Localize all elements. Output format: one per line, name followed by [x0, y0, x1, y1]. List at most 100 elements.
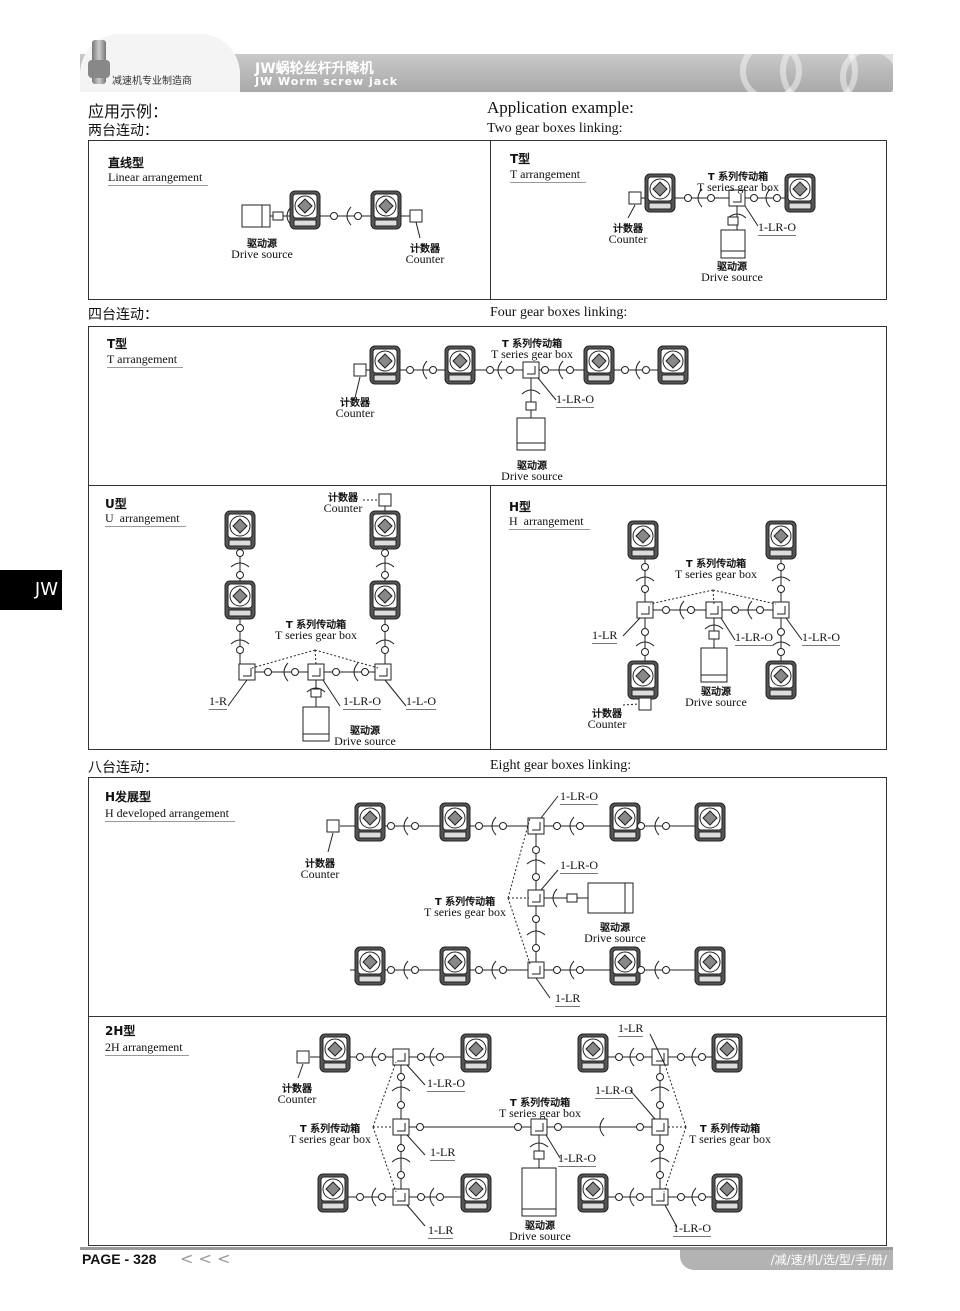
drive-source-label-cn: 驱动源: [247, 239, 277, 250]
counter-label-en: Counter: [335, 406, 375, 420]
flexible-joint-icon: [403, 960, 409, 980]
t-gearbox-gear: [527, 366, 536, 375]
coupling-icon: [687, 606, 695, 614]
leader-line: [227, 679, 248, 707]
drive-motor-icon: [700, 647, 728, 683]
drive-source-label-en: Drive source: [501, 469, 563, 483]
leader-line: [720, 617, 736, 641]
t-gearbox-label-cn: T 系列传动箱: [285, 620, 347, 631]
panel-title-cn: U型: [105, 497, 127, 511]
worm-jack-base: [698, 975, 722, 983]
worm-jack-ring: [716, 1038, 738, 1060]
leader-line: [744, 205, 759, 227]
t-gearbox-label-cn: T 系列传动箱: [699, 1124, 761, 1135]
t-gearbox-gear: [532, 966, 541, 975]
worm-jack-diamond: [232, 588, 248, 604]
gearbox-code-label: 1-LR-O: [758, 220, 796, 236]
flexible-joint-icon: [704, 624, 724, 630]
t-gearbox-label-cn: T 系列传动箱: [685, 559, 747, 570]
coupling-icon: [397, 1101, 405, 1109]
coupling-icon: [641, 585, 649, 593]
coupling-icon: [698, 1053, 706, 1061]
t-gearbox-icon: [651, 1048, 669, 1066]
leader-line: [406, 1064, 426, 1086]
coupling-icon: [475, 966, 483, 974]
flexible-joint-icon: [691, 1187, 697, 1207]
counter-label-cn: 计数器: [282, 1084, 312, 1095]
leader-line: [372, 1126, 397, 1193]
coupling-icon: [698, 1193, 706, 1201]
worm-jack-base: [358, 975, 382, 983]
worm-jack-ring: [716, 1178, 738, 1200]
t-gearbox-icon: [307, 663, 325, 681]
coupling-icon: [656, 1171, 664, 1179]
coupling-icon: [356, 1193, 364, 1201]
worm-jack-diamond: [377, 588, 393, 604]
flexible-joint-icon: [403, 816, 409, 836]
gearbox-code-label: 1-LR: [555, 991, 581, 1007]
section-two-cn: 两台连动：: [88, 123, 158, 139]
prev-arrows[interactable]: < < <: [180, 1249, 231, 1268]
coupling-icon: [499, 966, 507, 974]
t-gearbox-label-cn: T 系列传动箱: [509, 1098, 571, 1109]
worm-jack-diamond: [665, 353, 681, 369]
coupling-icon: [397, 1144, 405, 1152]
drive-source-label-en: Drive source: [509, 1229, 571, 1243]
worm-jack-diamond: [585, 1041, 601, 1057]
flexible-joint-icon: [375, 562, 395, 568]
leader-line: [314, 649, 379, 669]
t-gearbox-gear: [243, 668, 252, 677]
flexible-joint-icon: [654, 816, 660, 836]
t-gearbox-icon: [530, 1118, 548, 1136]
coupling-icon: [236, 646, 244, 654]
worm-jack-diamond: [447, 810, 463, 826]
flexible-joint-icon: [283, 662, 289, 682]
t-gearbox-icon: [651, 1118, 669, 1136]
coupling-icon: [381, 571, 389, 579]
leader-line: [406, 1134, 426, 1156]
gearbox-code-label: 1-LR: [428, 1223, 454, 1239]
t-gearbox-gear: [733, 194, 742, 203]
gearbox-code-label: 1-LR-O: [673, 1221, 711, 1237]
worm-jack-ring: [770, 525, 792, 547]
t-gearbox-icon: [238, 663, 256, 681]
t-gearbox-label-en: T series gear box: [288, 1132, 372, 1146]
t-gearbox-gear: [710, 606, 719, 615]
worm-jack-base: [698, 831, 722, 839]
panel-title-en: H arrangement: [509, 514, 590, 530]
coupling-icon: [554, 1123, 562, 1131]
coupling-icon: [381, 549, 389, 557]
flexible-joint-icon: [697, 188, 703, 208]
flexible-joint-icon: [429, 1187, 435, 1207]
coupling-icon: [566, 366, 574, 374]
flexible-joint-icon: [635, 641, 655, 647]
worm-jack-base: [631, 689, 655, 697]
gearbox-code-label: 1-LR: [592, 628, 618, 644]
worm-jack-base: [613, 975, 637, 983]
coupling-icon: [397, 1073, 405, 1081]
leader-line: [372, 1061, 397, 1128]
coupling-icon: [576, 966, 584, 974]
worm-jack-diamond: [362, 954, 378, 970]
gearbox-code-label: 1-LR-O: [595, 1083, 633, 1099]
worm-jack-ring: [359, 951, 381, 973]
coupling-icon: [636, 1193, 644, 1201]
coupling-icon: [576, 822, 584, 830]
leader-line: [622, 617, 641, 637]
worm-jack-ring: [374, 585, 396, 607]
t-gearbox-label-en: T series gear box: [274, 628, 358, 642]
t-gearbox-gear: [397, 1053, 406, 1062]
coupling-icon: [381, 624, 389, 632]
coupling-icon: [332, 668, 340, 676]
worm-jack-ring: [322, 1178, 344, 1200]
coupling-icon: [662, 606, 670, 614]
coupling-icon: [411, 966, 419, 974]
gearbox-code-label: 1-L-O: [406, 694, 436, 710]
coupling-icon: [436, 1053, 444, 1061]
coupling-icon: [406, 366, 414, 374]
flexible-joint-icon: [691, 1047, 697, 1067]
drive-motor-icon: [521, 1167, 557, 1217]
worm-jack-diamond: [297, 198, 313, 214]
t-gearbox-gear: [777, 606, 786, 615]
drive-source-label-en: Drive source: [584, 931, 646, 945]
